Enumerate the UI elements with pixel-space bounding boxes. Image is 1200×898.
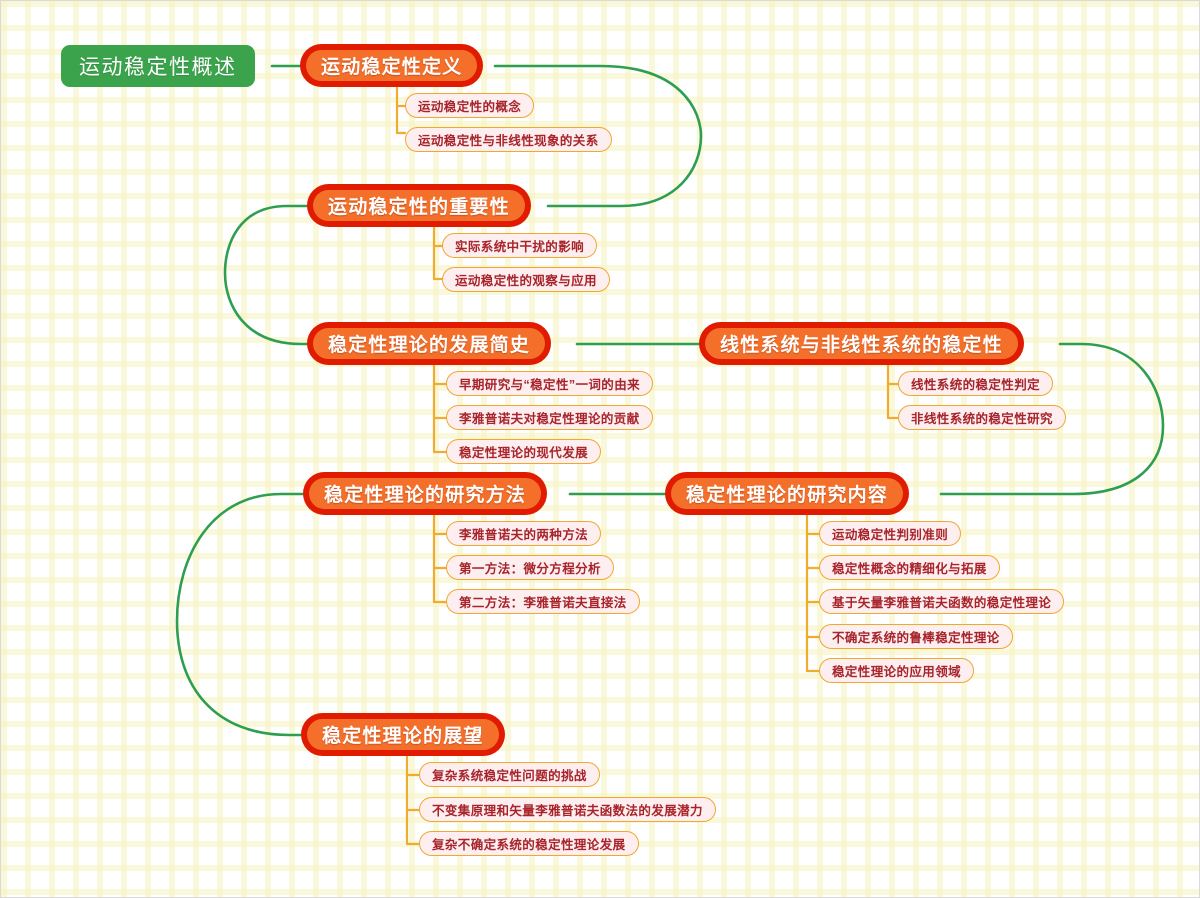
branch-label-history: 稳定性理论的发展简史 bbox=[313, 328, 546, 359]
leaf-node-history-0[interactable]: 早期研究与“稳定性”一词的由来 bbox=[446, 371, 654, 396]
leaf-node-content-0[interactable]: 运动稳定性判别准则 bbox=[819, 521, 962, 546]
leaf-label: 复杂不确定系统的稳定性理论发展 bbox=[432, 838, 626, 852]
leaf-node-outlook-0[interactable]: 复杂系统稳定性问题的挑战 bbox=[419, 762, 600, 787]
leafwire-history bbox=[432, 363, 448, 454]
leaf-label: 李雅普诺夫的两种方法 bbox=[459, 528, 589, 542]
branch-label-definition: 运动稳定性定义 bbox=[306, 50, 478, 81]
leaf-node-content-1[interactable]: 稳定性概念的精细化与拓展 bbox=[819, 555, 1000, 580]
leaf-label: 早期研究与“稳定性”一词的由来 bbox=[459, 378, 641, 392]
leafwire-methods bbox=[432, 513, 448, 604]
leaf-label: 基于矢量李雅普诺夫函数的稳定性理论 bbox=[832, 596, 1052, 610]
leafwire-definition bbox=[395, 85, 407, 135]
connector-importance-to-history bbox=[223, 204, 309, 346]
branch-label-linear-nonlinear: 线性系统与非线性系统的稳定性 bbox=[705, 328, 1018, 359]
leaf-node-history-1[interactable]: 李雅普诺夫对稳定性理论的贡献 bbox=[446, 405, 653, 430]
leaf-label: 非线性系统的稳定性研究 bbox=[911, 412, 1053, 426]
leafwire-content bbox=[805, 513, 821, 673]
leaf-node-importance-0[interactable]: 实际系统中干扰的影响 bbox=[442, 233, 598, 258]
leaf-node-content-3[interactable]: 不确定系统的鲁棒稳定性理论 bbox=[819, 624, 1013, 649]
leaf-node-outlook-2[interactable]: 复杂不确定系统的稳定性理论发展 bbox=[419, 831, 639, 856]
branch-node-importance[interactable]: 运动稳定性的重要性 bbox=[307, 184, 531, 227]
branch-node-linear-nonlinear[interactable]: 线性系统与非线性系统的稳定性 bbox=[699, 322, 1024, 365]
leaf-label: 运动稳定性判别准则 bbox=[832, 528, 949, 542]
branch-label-content: 稳定性理论的研究内容 bbox=[671, 478, 904, 509]
leaf-node-outlook-1[interactable]: 不变集原理和矢量李雅普诺夫函数法的发展潜力 bbox=[419, 797, 716, 822]
leaf-label: 稳定性理论的现代发展 bbox=[459, 446, 589, 460]
leafwire-importance bbox=[432, 225, 444, 281]
branch-node-methods[interactable]: 稳定性理论的研究方法 bbox=[303, 472, 548, 515]
leaf-node-methods-2[interactable]: 第二方法：李雅普诺夫直接法 bbox=[446, 589, 640, 614]
leaf-node-importance-1[interactable]: 运动稳定性的观察与应用 bbox=[442, 267, 610, 292]
root-node[interactable]: 运动稳定性概述 bbox=[61, 45, 255, 87]
branch-node-outlook[interactable]: 稳定性理论的展望 bbox=[301, 713, 505, 756]
leaf-label: 运动稳定性的观察与应用 bbox=[455, 274, 597, 288]
leaf-label: 不确定系统的鲁棒稳定性理论 bbox=[832, 631, 1000, 645]
leaf-label: 稳定性概念的精细化与拓展 bbox=[832, 562, 987, 576]
leaf-label: 不变集原理和矢量李雅普诺夫函数法的发展潜力 bbox=[432, 804, 703, 818]
leaf-label: 实际系统中干扰的影响 bbox=[455, 240, 585, 254]
branch-node-content[interactable]: 稳定性理论的研究内容 bbox=[665, 472, 910, 515]
leaf-label: 稳定性理论的应用领域 bbox=[832, 665, 962, 679]
leaf-label: 线性系统的稳定性判定 bbox=[911, 378, 1041, 392]
leaf-node-history-2[interactable]: 稳定性理论的现代发展 bbox=[446, 439, 602, 464]
branch-label-importance: 运动稳定性的重要性 bbox=[313, 190, 525, 221]
branch-node-history[interactable]: 稳定性理论的发展简史 bbox=[307, 322, 552, 365]
leaf-node-content-2[interactable]: 基于矢量李雅普诺夫函数的稳定性理论 bbox=[819, 589, 1065, 614]
leaf-node-methods-1[interactable]: 第一方法：微分方程分析 bbox=[446, 555, 614, 580]
connector-methods-to-outlook bbox=[175, 492, 305, 737]
root-node-label: 运动稳定性概述 bbox=[79, 56, 237, 79]
leaf-node-definition-0[interactable]: 运动稳定性的概念 bbox=[405, 93, 535, 118]
leafwire-outlook bbox=[405, 754, 421, 846]
leaf-label: 复杂系统稳定性问题的挑战 bbox=[432, 769, 587, 783]
leaf-label: 第一方法：微分方程分析 bbox=[459, 562, 601, 576]
leaf-node-linear-1[interactable]: 非线性系统的稳定性研究 bbox=[898, 405, 1066, 430]
leaf-label: 李雅普诺夫对稳定性理论的贡献 bbox=[459, 412, 640, 426]
leaf-label: 运动稳定性与非线性现象的关系 bbox=[418, 134, 599, 148]
branch-label-outlook: 稳定性理论的展望 bbox=[307, 719, 499, 750]
leaf-label: 第二方法：李雅普诺夫直接法 bbox=[459, 596, 627, 610]
leaf-label: 运动稳定性的概念 bbox=[418, 100, 522, 114]
leaf-node-linear-0[interactable]: 线性系统的稳定性判定 bbox=[898, 371, 1054, 396]
leaf-node-content-4[interactable]: 稳定性理论的应用领域 bbox=[819, 658, 975, 683]
branch-node-definition[interactable]: 运动稳定性定义 bbox=[300, 44, 484, 87]
leaf-node-methods-0[interactable]: 李雅普诺夫的两种方法 bbox=[446, 521, 602, 546]
leaf-node-definition-1[interactable]: 运动稳定性与非线性现象的关系 bbox=[405, 127, 612, 152]
branch-label-methods: 稳定性理论的研究方法 bbox=[309, 478, 542, 509]
leafwire-linear bbox=[886, 363, 900, 420]
